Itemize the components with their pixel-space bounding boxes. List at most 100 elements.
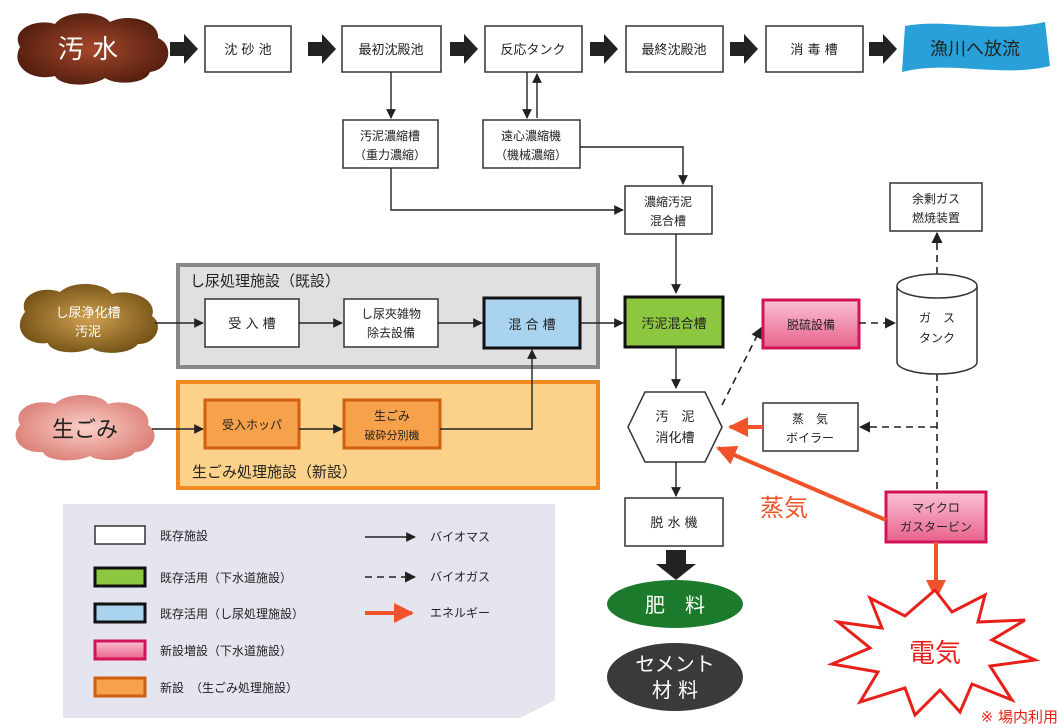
legend-energy: エネルギー	[430, 606, 490, 620]
legend: 既存施設 既存活用（下水道施設） 既存活用（し尿処理施設） 新設増設（下水道施設…	[63, 504, 555, 718]
legend-new-food: 新設 （生ごみ処理施設）	[160, 680, 298, 695]
gas-tank-line2: タンク	[919, 331, 955, 345]
nightsoil-source-line2: 汚泥	[75, 325, 101, 340]
steam-boiler-line1: 蒸 気	[792, 411, 828, 426]
crusher-line2: 破砕分別機	[365, 428, 420, 442]
energy-arrow	[716, 445, 887, 522]
crusher-line1: 生ごみ	[374, 408, 410, 423]
block-arrow	[170, 34, 198, 64]
digester-line1: 汚 泥	[655, 410, 694, 425]
nightsoil-mixing-tank-label: 混 合 槽	[508, 318, 555, 333]
flare-line1: 余剰ガス	[912, 191, 960, 206]
sludge-mixing-tank-label: 汚泥混合槽	[641, 317, 706, 332]
micro-gas-turbine-box	[884, 490, 988, 544]
receiving-hopper-label: 受入ホッパ	[222, 418, 282, 432]
disinfection-tank-label: 消 毒 槽	[790, 43, 837, 58]
steam-label: 蒸気	[760, 494, 808, 522]
food-facility-title: 生ごみ処理施設（新設）	[192, 463, 357, 481]
arrow	[390, 168, 624, 215]
fertilizer-ellipse	[607, 580, 743, 628]
flare-box	[889, 182, 983, 232]
thickened-sludge-mix-line1: 濃縮汚泥	[644, 194, 692, 209]
final-clarifier-box	[625, 25, 724, 73]
receiving-tank-label: 受 入 槽	[228, 317, 275, 332]
contaminant-remover-box	[343, 298, 439, 348]
energy-arrows	[716, 417, 946, 600]
gravity-thickener-line2: （重力濃縮）	[354, 147, 426, 162]
digester-hexagon	[627, 391, 723, 463]
digester-line2: 消化槽	[655, 431, 694, 446]
micro-gas-turbine-line1: マイクロ	[912, 501, 960, 515]
main-line-arrows	[170, 34, 897, 64]
food-waste-source-cloud: 生ごみ	[15, 395, 155, 461]
gravity-thickener-line1: 汚泥濃縮槽	[360, 128, 420, 143]
centrifugal-thickener-line1: 遠心濃縮機	[501, 128, 561, 143]
electricity-burst	[826, 587, 1041, 718]
contaminant-remover-line1: し尿夾雑物	[361, 306, 421, 321]
legend-biogas: バイオガス	[430, 570, 490, 584]
dashed-arrow	[721, 327, 762, 406]
cement-ellipse	[607, 643, 743, 711]
nightsoil-facility-title: し尿処理施設（既設）	[190, 272, 340, 290]
thickened-sludge-mix-box	[624, 185, 713, 235]
block-arrow	[450, 34, 478, 64]
main-line: 沈 砂 池 最初沈殿池 反応タンク 最終沈殿池 消 毒 槽 漁川へ放流	[204, 22, 1050, 73]
legend-new-sewer: 新設増設（下水道施設）	[160, 643, 292, 658]
legend-swatch-reuse-sewer	[93, 566, 147, 588]
sewage-label: 汚 水	[58, 35, 118, 65]
legend-swatch-new-food	[93, 676, 147, 698]
legend-panel	[63, 504, 555, 718]
cement-line1: セメント	[635, 652, 715, 676]
primary-clarifier-label: 最初沈殿池	[358, 43, 423, 58]
facility-arrows	[152, 318, 681, 434]
legend-biomass: バイオマス	[430, 530, 490, 544]
legend-swatch-reuse-nightsoil	[93, 602, 147, 624]
food-waste-label: 生ごみ	[52, 418, 118, 443]
sewage-source-cloud: 汚 水	[17, 13, 169, 85]
crusher-box	[342, 398, 442, 450]
legend-swatch-existing	[94, 525, 146, 545]
thickened-sludge-mix-line2: 混合槽	[650, 213, 686, 228]
grit-chamber-box	[204, 25, 292, 73]
nightsoil-source-line1: し尿浄化槽	[55, 306, 120, 321]
biogas-arrows	[721, 231, 943, 490]
disinfection-tank-box	[765, 25, 864, 73]
river-flag	[902, 22, 1050, 72]
river-label: 漁川へ放流	[930, 39, 1020, 60]
receiving-hopper-box	[203, 398, 301, 450]
nightsoil-mixing-tank-box	[482, 296, 582, 350]
fertilizer-label: 肥 料	[645, 593, 705, 617]
dewatering-label: 脱 水 機	[650, 516, 697, 531]
gas-tank-cylinder: ガ ス タンク	[896, 273, 978, 375]
centrifugal-thickener-line2: （機械濃縮）	[495, 147, 567, 162]
dewatering-box	[624, 497, 724, 547]
block-arrow	[308, 34, 336, 64]
block-arrow	[869, 34, 897, 64]
gas-tank-line1: ガ ス	[919, 311, 955, 325]
steam-boiler-box	[762, 402, 859, 452]
sludge-mixing-tank-box	[623, 295, 725, 349]
onsite-note: ※ 場内利用	[981, 708, 1058, 726]
final-clarifier-label: 最終沈殿池	[641, 42, 706, 58]
electricity-label: 電気	[909, 639, 961, 669]
cement-line2: 材 料	[652, 678, 698, 702]
legend-reuse-nightsoil: 既存活用（し尿処理施設）	[160, 606, 304, 621]
block-arrow	[730, 34, 758, 64]
steam-boiler-line2: ボイラー	[786, 431, 834, 445]
flare-line2: 燃焼装置	[912, 210, 960, 225]
reaction-tank-box	[484, 25, 583, 73]
legend-reuse-sewer: 既存活用（下水道施設）	[160, 570, 292, 585]
arrow	[580, 146, 688, 185]
thickening-arrows	[386, 72, 688, 294]
desulfurization-box	[761, 298, 861, 350]
arrow	[440, 349, 537, 430]
block-arrow	[590, 34, 618, 64]
reaction-tank-label: 反応タンク	[500, 43, 565, 58]
micro-gas-turbine-line2: ガスタービン	[900, 520, 972, 534]
desulfurization-label: 脱硫設備	[787, 317, 835, 332]
grit-chamber-label: 沈 砂 池	[224, 43, 271, 58]
gravity-thickener-box	[342, 119, 439, 169]
legend-swatch-new-sewer	[93, 639, 147, 661]
centrifugal-thickener-box	[482, 119, 581, 169]
